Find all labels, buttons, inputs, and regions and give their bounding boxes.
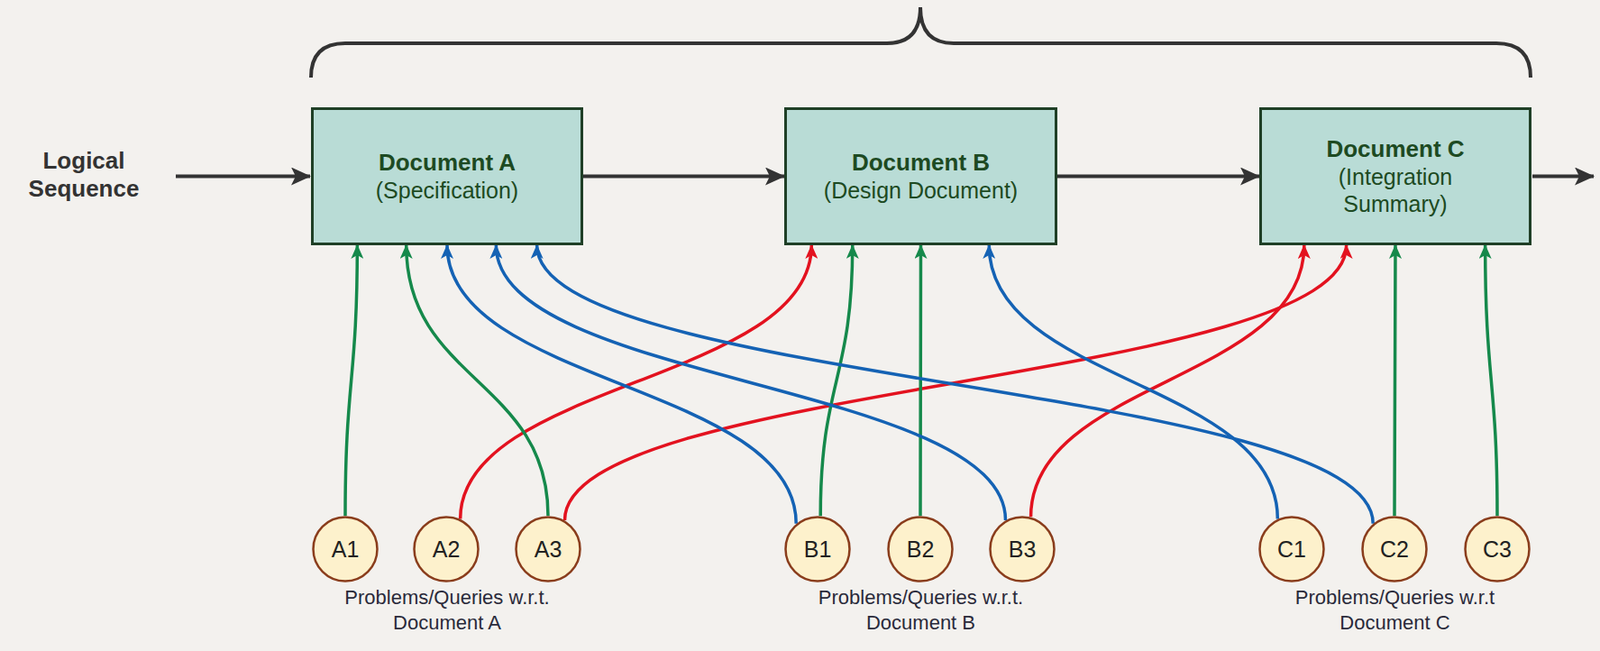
document-subtitle: (Design Document) [823, 176, 1018, 204]
reference-link [820, 245, 853, 516]
query-circle: C1 [1258, 515, 1326, 583]
reference-link [460, 245, 813, 519]
problem-id: B1 [804, 536, 832, 563]
problem-id: C2 [1380, 536, 1409, 563]
circle-outline [1465, 517, 1530, 582]
bracket [310, 7, 1531, 78]
reference-link [565, 245, 1347, 521]
group-caption: Problems/Queries w.r.t. Document B [817, 585, 1025, 635]
reference-link [495, 245, 1006, 521]
sequence-arrow [1057, 174, 1260, 179]
document-box: Document A(Specification) [310, 107, 584, 246]
query-circle: A1 [311, 515, 379, 583]
query-circle: C3 [1463, 515, 1531, 583]
problem-id: A1 [331, 536, 360, 563]
sequence-arrow [1532, 174, 1594, 179]
reference-link [1394, 245, 1396, 516]
sequence-arrow [175, 174, 311, 179]
document-box: Document C(Integration Summary) [1259, 107, 1532, 246]
sequence-label: Logical Sequence [18, 146, 150, 203]
reference-link [447, 245, 796, 524]
query-group: Problems/Queries w.r.t Document C C1 C2 C3 [1225, 482, 1564, 649]
group-caption: Problems/Queries w.r.t Document C [1291, 585, 1500, 635]
circle-outline [414, 517, 479, 582]
circle-outline [516, 517, 581, 582]
reference-link [918, 245, 923, 516]
problem-id: A2 [432, 536, 461, 563]
circle-outline [990, 517, 1055, 582]
document-subtitle: (Integration Summary) [1303, 163, 1489, 218]
query-circle: A2 [412, 515, 480, 583]
group-caption: Problems/Queries w.r.t. Document A [343, 585, 551, 635]
mountain [0, 416, 1600, 651]
problem-id: C3 [1482, 536, 1512, 563]
reference-link [988, 245, 1278, 519]
query-circle: B2 [886, 515, 954, 583]
document-title: Document C [1325, 135, 1464, 164]
reference-link [406, 245, 549, 516]
circle-outline [1260, 517, 1325, 582]
document-subtitle: (Specification) [375, 176, 519, 204]
query-circle: A3 [514, 515, 582, 583]
sequence-arrow [583, 174, 785, 179]
document-title: Document B [851, 148, 990, 177]
document-title: Document A [378, 148, 516, 177]
reference-link [537, 245, 1374, 524]
query-circle: C2 [1361, 515, 1428, 583]
circle-outline [888, 517, 953, 582]
query-group: Problems/Queries w.r.t. Document B B1 B2 B3 [751, 482, 1090, 649]
reference-link [345, 245, 357, 516]
query-circle: B1 [784, 515, 851, 583]
reference-link [1031, 245, 1305, 517]
problem-id: C1 [1277, 536, 1307, 563]
query-group: Problems/Queries w.r.t. Document A A1 A2 A3 [277, 482, 617, 649]
problem-id: B3 [1008, 536, 1037, 563]
circle-outline [313, 517, 378, 582]
document-box: Document B(Design Document) [784, 107, 1058, 246]
reference-link [1485, 245, 1498, 516]
circle-outline [786, 517, 851, 582]
problem-id: A3 [534, 536, 563, 563]
query-circle: B3 [988, 515, 1056, 583]
circle-outline [1362, 517, 1427, 582]
problem-id: B2 [906, 536, 935, 563]
